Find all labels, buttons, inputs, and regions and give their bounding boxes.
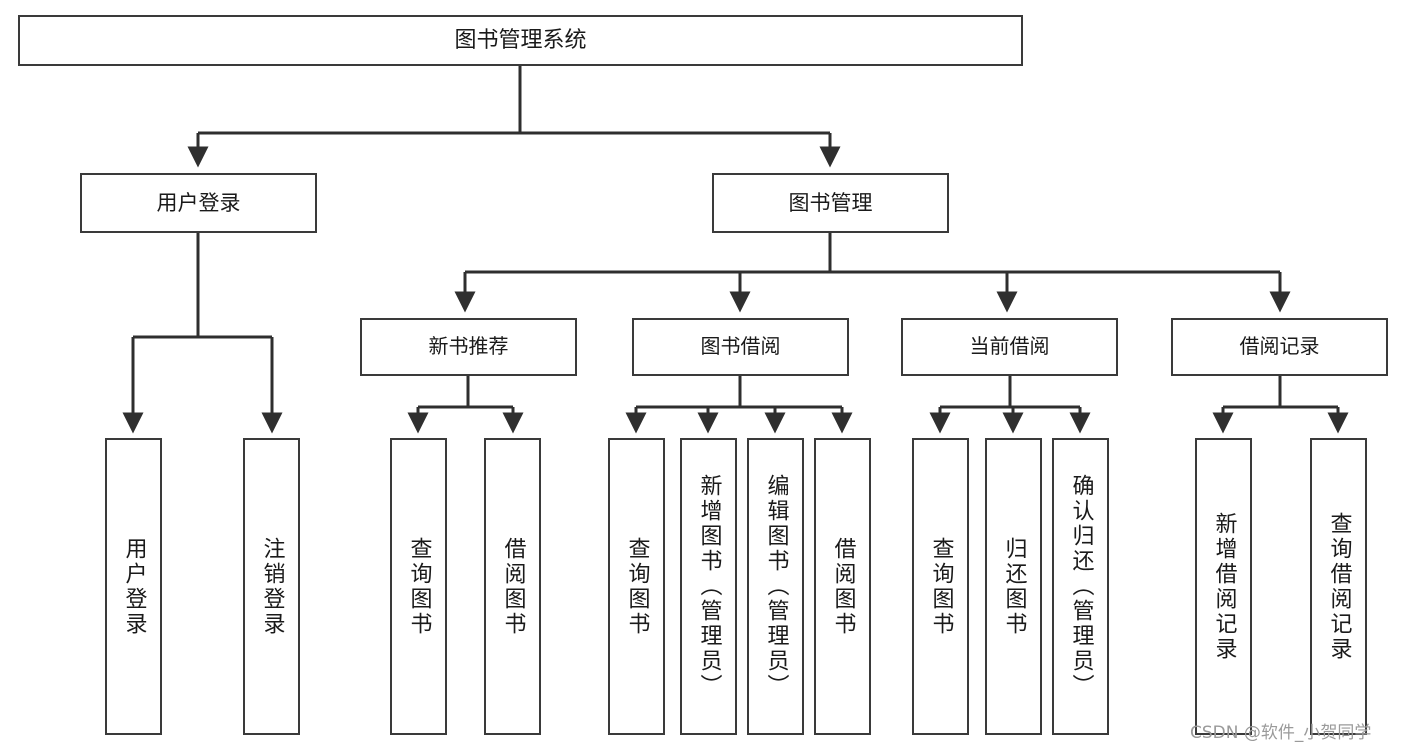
node-leaf-borrow-book-1-label: 借阅图书 — [500, 536, 526, 637]
node-leaf-logout[interactable]: 注销登录 — [243, 438, 300, 735]
node-leaf-user-login[interactable]: 用户登录 — [105, 438, 162, 735]
node-leaf-add-record[interactable]: 新增借阅记录 — [1195, 438, 1252, 735]
node-book-manage-label: 图书管理 — [788, 190, 873, 215]
node-leaf-query-book-1-label: 查询图书 — [406, 536, 432, 637]
node-borrow-record-label: 借阅记录 — [1239, 334, 1320, 359]
node-new-book-recommend[interactable]: 新书推荐 — [360, 318, 577, 376]
node-leaf-query-record[interactable]: 查询借阅记录 — [1310, 438, 1367, 735]
node-leaf-add-record-label: 新增借阅记录 — [1211, 511, 1237, 662]
node-leaf-logout-label: 注销登录 — [259, 536, 285, 637]
node-leaf-confirm-return[interactable]: 确认归还（管理员） — [1052, 438, 1109, 735]
node-current-borrow[interactable]: 当前借阅 — [901, 318, 1118, 376]
node-leaf-query-book-1[interactable]: 查询图书 — [390, 438, 447, 735]
node-book-borrow[interactable]: 图书借阅 — [632, 318, 849, 376]
node-leaf-query-book-2[interactable]: 查询图书 — [608, 438, 665, 735]
node-user-login-label: 用户登录 — [156, 190, 241, 215]
node-leaf-borrow-book-2-label: 借阅图书 — [830, 536, 856, 637]
node-leaf-query-book-3[interactable]: 查询图书 — [912, 438, 969, 735]
node-leaf-return-book[interactable]: 归还图书 — [985, 438, 1042, 735]
node-book-manage[interactable]: 图书管理 — [712, 173, 949, 233]
node-leaf-borrow-book-1[interactable]: 借阅图书 — [484, 438, 541, 735]
node-leaf-return-book-label: 归还图书 — [1001, 536, 1027, 637]
node-book-borrow-label: 图书借阅 — [700, 334, 781, 359]
node-leaf-query-record-label: 查询借阅记录 — [1326, 511, 1352, 662]
node-leaf-borrow-book-2[interactable]: 借阅图书 — [814, 438, 871, 735]
node-root[interactable]: 图书管理系统 — [18, 15, 1023, 66]
node-current-borrow-label: 当前借阅 — [969, 334, 1050, 359]
node-leaf-query-book-2-label: 查询图书 — [624, 536, 650, 637]
node-leaf-user-login-label: 用户登录 — [121, 536, 147, 637]
node-leaf-add-book-label: 新增图书（管理员） — [696, 474, 722, 699]
node-user-login[interactable]: 用户登录 — [80, 173, 317, 233]
node-leaf-confirm-return-label: 确认归还（管理员） — [1068, 474, 1094, 699]
node-leaf-edit-book[interactable]: 编辑图书（管理员） — [747, 438, 804, 735]
node-borrow-record[interactable]: 借阅记录 — [1171, 318, 1388, 376]
node-leaf-query-book-3-label: 查询图书 — [928, 536, 954, 637]
node-leaf-edit-book-label: 编辑图书（管理员） — [763, 474, 789, 699]
node-root-label: 图书管理系统 — [454, 27, 587, 53]
node-new-book-recommend-label: 新书推荐 — [428, 334, 509, 359]
node-leaf-add-book[interactable]: 新增图书（管理员） — [680, 438, 737, 735]
